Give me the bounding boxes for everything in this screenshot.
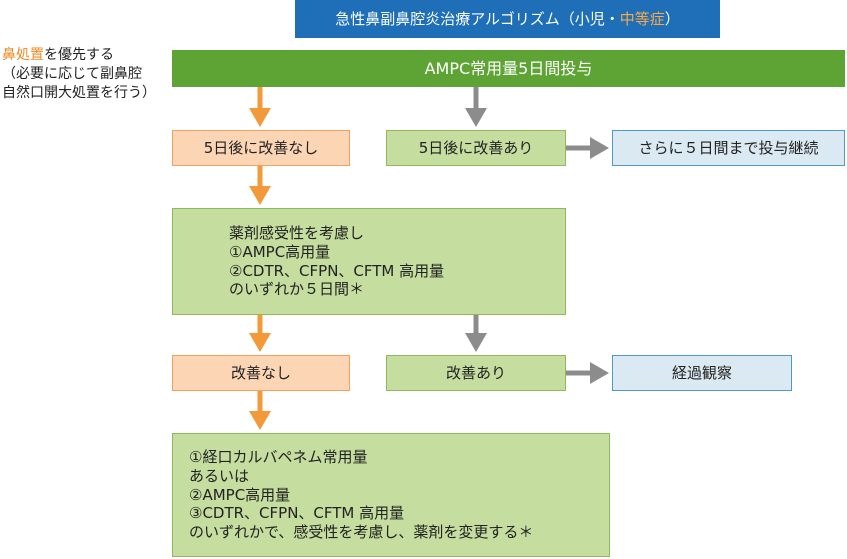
arrow-orange-2	[249, 166, 271, 205]
note-line3: 自然口開大処置を行う）	[2, 84, 156, 101]
step1-ampc-box: AMPC常用量5日間投与	[172, 50, 845, 87]
nasal-treatment-note: 鼻処置を優先する （必要に応じて副鼻腔 自然口開大処置を行う）	[2, 46, 156, 103]
step2-line3: ②CDTR、CFPN、CFTM 高用量	[229, 261, 445, 280]
algorithm-title: 急性鼻副鼻腔炎治療アルゴリズム（小児・中等症）	[295, 0, 720, 38]
step2-line2: ①AMPC高用量	[229, 242, 331, 261]
no-improvement-5days-label: 5日後に改善なし	[203, 138, 319, 157]
arrow-orange-3	[249, 315, 271, 352]
observation-box: 経過観察	[612, 355, 792, 391]
note-line2: （必要に応じて副鼻腔	[2, 65, 142, 82]
no-improvement-box: 改善なし	[172, 355, 350, 391]
step3-change-drug-box: ①経口カルバペネム常用量 あるいは ②AMPC高用量 ③CDTR、CFPN、CF…	[172, 433, 610, 557]
step3-line2: あるいは	[189, 466, 250, 485]
improvement-box: 改善あり	[386, 355, 566, 391]
arrow-gray-right-1	[566, 137, 609, 159]
arrow-gray-2	[465, 315, 487, 352]
note-rest: を優先する	[44, 47, 114, 63]
observation-label: 経過観察	[671, 363, 732, 382]
step3-line5: のいずれかで、感受性を考慮し、薬剤を変更する＊	[189, 523, 534, 542]
continue-dosing-box: さらに５日間まで投与継続	[612, 130, 845, 166]
arrow-orange-1	[249, 87, 271, 127]
step2-line1: 薬剤感受性を考慮し	[229, 224, 365, 242]
step2-line4: のいずれか５日間＊	[229, 280, 365, 299]
step2-sensitivity-box: 薬剤感受性を考慮し ①AMPC高用量 ②CDTR、CFPN、CFTM 高用量 の…	[172, 208, 566, 315]
improvement-5days-box: 5日後に改善あり	[386, 130, 566, 166]
title-close: ）	[664, 9, 680, 28]
continue-dosing-label: さらに５日間まで投与継続	[638, 138, 819, 157]
step3-line1: ①経口カルバペネム常用量	[189, 448, 368, 467]
step3-line3: ②AMPC高用量	[189, 485, 291, 504]
step3-line4: ③CDTR、CFPN、CFTM 高用量	[189, 504, 405, 523]
note-accent: 鼻処置	[2, 47, 44, 63]
arrow-gray-1	[465, 87, 487, 127]
no-improvement-5days-box: 5日後に改善なし	[172, 130, 350, 166]
no-improvement-label: 改善なし	[230, 363, 291, 382]
step1-label: AMPC常用量5日間投与	[424, 58, 593, 78]
arrow-orange-4	[249, 391, 271, 430]
improvement-5days-label: 5日後に改善あり	[418, 138, 534, 157]
title-main: 急性鼻副鼻腔炎治療アルゴリズム（小児・	[335, 9, 620, 28]
arrow-gray-right-2	[566, 362, 609, 384]
title-accent: 中等症	[619, 9, 665, 28]
improvement-label: 改善あり	[445, 363, 506, 382]
